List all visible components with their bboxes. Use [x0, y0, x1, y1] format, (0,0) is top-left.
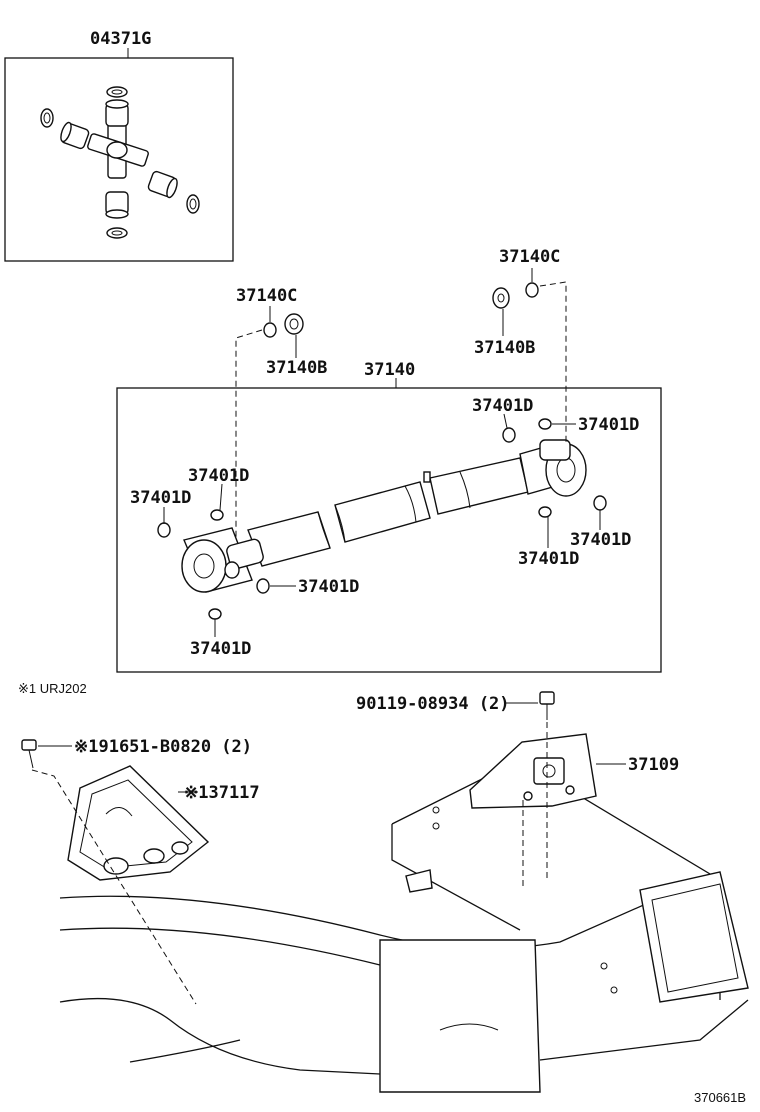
snap-ring-icon [40, 86, 200, 239]
label-37401d-3: 37401D [188, 466, 249, 486]
label-37140b-right: 37140B [474, 338, 535, 358]
bolt-right-icon [539, 691, 555, 720]
leader-lines [163, 268, 601, 637]
label-37401d-1: 37401D [472, 396, 533, 416]
label-37401d-4: 37401D [130, 488, 191, 508]
spider-icon [87, 117, 149, 179]
flange-yoke-right [519, 439, 587, 497]
universal-joint-kit [4, 48, 234, 262]
label-37401d-5: 37401D [298, 577, 359, 597]
label-37109: 37109 [628, 755, 679, 775]
label-04371g: 04371G [90, 29, 151, 49]
frame-crossmember [59, 759, 749, 1093]
label-37401d-6: 37401D [190, 639, 251, 659]
bolt-left-icon [21, 739, 37, 769]
snap-ring-icon [157, 418, 607, 620]
label-37140b-left: 37140B [266, 358, 327, 378]
label-37140c-left: 37140C [236, 286, 297, 306]
nipple-cap-right [492, 282, 539, 309]
figure-id: 370661B [694, 1090, 746, 1105]
label-37401d-7: 37401D [518, 549, 579, 569]
label-37140c-right: 37140C [499, 247, 560, 267]
flange-yoke-left [181, 527, 264, 593]
model-note: ※1 URJ202 [18, 681, 87, 696]
label-37401d-2: 37401D [578, 415, 639, 435]
label-37401d-8: 37401D [570, 530, 631, 550]
nipple-cap-left [263, 313, 304, 338]
propeller-shaft-assembly [116, 378, 662, 673]
label-90119-08934: 90119-08934 (2) [356, 694, 510, 714]
bracket-left [67, 765, 210, 881]
label-37117: ※137117 [184, 783, 260, 803]
label-191651-b0820: ※191651-B0820 (2) [74, 737, 252, 757]
bearing-cup-icon [60, 99, 178, 219]
bracket-right [469, 733, 597, 809]
label-37140: 37140 [364, 360, 415, 380]
